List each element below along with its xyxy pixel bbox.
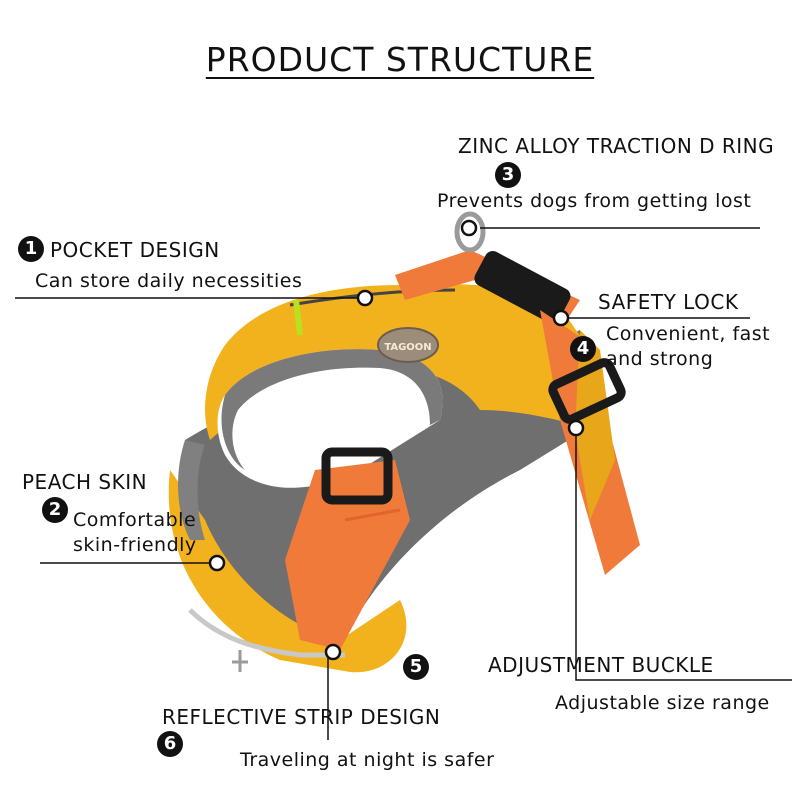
safety-lock-buckle	[474, 250, 571, 324]
callout-dot-safety-lock	[552, 309, 570, 327]
brand-badge	[377, 327, 439, 363]
feature-4-number: 4	[570, 336, 596, 362]
feature-2-description-line2: skin-friendly	[73, 534, 197, 556]
feature-1-name: POCKET DESIGN	[50, 238, 220, 262]
feature-6-name: REFLECTIVE STRIP DESIGN	[162, 705, 441, 729]
harness-chest-panel	[168, 470, 407, 673]
feature-4-description-line1: Convenient, fast	[606, 323, 771, 345]
front-strap	[285, 460, 410, 650]
callout-dot-d-ring	[460, 219, 478, 237]
feature-5-name: ADJUSTMENT BUCKLE	[488, 653, 714, 677]
callout-dot-peach-skin	[208, 554, 226, 572]
feature-1-description: Can store daily necessities	[35, 270, 303, 292]
feature-4-description-line2: and strong	[606, 348, 714, 370]
feature-5-number: 5	[403, 654, 429, 680]
feature-3-description: Prevents dogs from getting lost	[437, 190, 752, 212]
feature-2-name: PEACH SKIN	[22, 470, 148, 494]
feature-6-number: 6	[157, 731, 183, 757]
callout-dot-adjustment-buckle	[567, 419, 585, 437]
page-title: PRODUCT STRUCTURE	[205, 40, 595, 79]
callout-dot-reflective-strip	[324, 643, 342, 661]
feature-2-number: 2	[42, 497, 68, 523]
feature-6-description: Traveling at night is safer	[240, 749, 495, 771]
feature-1-number: 1	[18, 236, 44, 262]
feature-2-description-line1: Comfortable	[73, 509, 197, 531]
harness-opening-rim	[221, 349, 443, 470]
bottom-ring	[232, 650, 248, 672]
feature-3-number: 3	[495, 162, 521, 188]
feature-4-name: SAFETY LOCK	[598, 290, 739, 314]
d-ring	[454, 211, 486, 253]
callout-dot-pocket	[356, 289, 374, 307]
brand-badge-text: TAGOON	[384, 342, 431, 353]
adjustment-buckle-right	[548, 358, 626, 424]
reflective-strip	[188, 608, 345, 658]
feature-3-name: ZINC ALLOY TRACTION D RING	[458, 134, 775, 158]
adjustment-buckle-front	[321, 447, 393, 505]
feature-5-description: Adjustable size range	[555, 692, 770, 714]
